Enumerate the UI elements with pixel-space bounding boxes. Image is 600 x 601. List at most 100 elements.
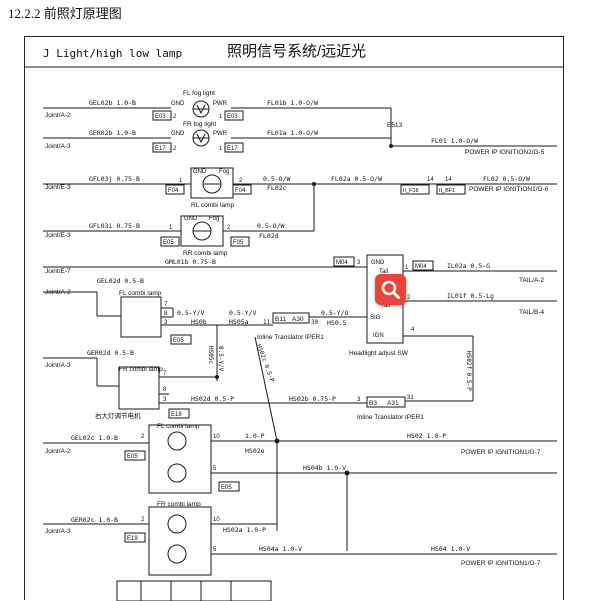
wire-fl02: FL02 0.5-O/W — [483, 175, 530, 183]
wire-ger02b: GER02b 1.0-B — [89, 129, 136, 137]
wire-hs02c: HS02c 0.5-P — [255, 343, 275, 383]
wire-fl02d: FL02d — [259, 232, 279, 240]
pin-3c: 3 — [163, 397, 167, 403]
label-pwr-2: PWR — [213, 131, 228, 137]
wire-hs04: HS04 1.0-V — [431, 545, 470, 553]
schematic-sheet: J Light/high low lamp 照明信号系统/远近光 FL fog … — [24, 36, 564, 601]
pin-3a: 3 — [357, 260, 361, 266]
pin-1c: 1 — [179, 178, 183, 184]
conn-e19: E19 — [127, 536, 138, 542]
terminal-power-ign1-g7b: POWER IP IGNITION1/G-7 — [461, 560, 541, 567]
wire-hs02f: HS02f 0.5-P — [465, 351, 472, 391]
wire-gfl03j: GFL03j 0.75-B — [89, 175, 140, 183]
conn-e05-c: E05 — [127, 454, 138, 460]
pin-2g: 2 — [141, 517, 145, 523]
label-motor-cn: 右大灯调节电机 — [95, 411, 141, 420]
wire-hs05b-v: 0.5-Y/V — [177, 309, 204, 317]
wire-hs04a: HS04a 1.0-V — [259, 545, 302, 553]
terminal-power-ign1-g7a: POWER IP IGNITION1/G-7 — [461, 449, 541, 456]
label-fr-fog: FR fog light — [183, 121, 216, 128]
wire-fl01a: FL01a 1.0-O/W — [267, 129, 318, 137]
terminal-tail-b4: TAIL/B-4 — [519, 309, 545, 316]
label-fl-combi-2: FL combi lamp — [157, 423, 200, 430]
wire-fl02c: FL02c — [267, 184, 287, 192]
terminal-joint-a2-2: Joint/A-2 — [45, 289, 71, 296]
terminal-joint-a2-1: Joint/A-2 — [45, 112, 71, 119]
wire-hs05a: HS05a — [229, 318, 249, 326]
conn-e17-b: E17 — [227, 146, 238, 152]
label-gnd-sw: GND — [371, 260, 385, 266]
conn-e05-a: E05 — [163, 240, 174, 246]
label-fr-combi-1: FR combi lamp — [119, 366, 163, 373]
wire-fl01: FL01 1.0-O/W — [431, 137, 478, 145]
label-e513: E513 — [387, 122, 403, 129]
pin-7a: 7 — [164, 302, 168, 308]
terminal-joint-a2-3: Joint/A-2 — [45, 448, 71, 455]
wire-hs05a-v: 0.5-Y/V — [229, 309, 256, 317]
wire-hs05c-v: 0.5-Y/V — [217, 346, 224, 372]
pin-1a: 1 — [219, 114, 223, 120]
label-sig: SIG — [370, 315, 381, 321]
conn-f04-b: F04 — [235, 188, 246, 194]
wire-hs02b: HS02b 0.75-P — [289, 395, 336, 403]
conn-e18: E18 — [171, 412, 182, 418]
label-tail-1: Tail — [379, 269, 388, 275]
conn-e17-a: E17 — [155, 146, 166, 152]
search-icon — [381, 280, 400, 299]
label-inline-1: Inline Translator IPER1 — [257, 334, 324, 341]
pin-1e: 1 — [405, 265, 409, 271]
pin-31: 31 — [407, 395, 414, 401]
wire-hs05c: HS05c — [207, 346, 214, 364]
pin-1b: 1 — [219, 146, 223, 152]
pin-5a: 5 — [213, 466, 217, 472]
label-gnd-2: GND — [171, 131, 185, 137]
pin-3d: 3 — [357, 397, 361, 403]
wire-hs02a: HS02a 1.0-P — [223, 526, 266, 534]
sheet-title-en: J Light/high low lamp — [43, 47, 182, 60]
wire-gml01b: GML01b 0.75-B — [165, 258, 216, 266]
conn-a30: A30 — [292, 316, 304, 323]
terminal-joint-a3-3: Joint/A-3 — [45, 528, 71, 535]
terminal-tail-a2: TAIL/A-2 — [519, 277, 545, 284]
conn-e05-b: E05 — [173, 338, 184, 344]
label-inline-2: Inline Translator IPER1 — [357, 414, 424, 421]
conn-e03-a: E03 — [155, 114, 166, 120]
wire-gel02d: GEL02d 0.5-B — [97, 277, 144, 285]
pin-30: 30 — [311, 319, 319, 326]
label-gnd-rl: GND — [193, 169, 207, 175]
conn-ii-bf1: II_BF1 — [439, 188, 455, 194]
label-fl-fog: FL fog light — [183, 90, 215, 97]
wire-fl02d-a: 0.5-O/W — [257, 222, 284, 230]
search-button[interactable] — [375, 274, 406, 305]
conn-a31: A31 — [387, 400, 399, 407]
pin-10a: 10 — [213, 434, 220, 440]
conn-f04-a: F04 — [168, 188, 179, 194]
pin-2b: 2 — [173, 146, 177, 152]
conn-ii-f18: II_F18 — [403, 188, 419, 194]
wire-gel02b: GEL02b 1.0-B — [89, 99, 136, 107]
label-ign: IGN — [373, 333, 384, 339]
wire-hs04b: HS04b 1.0-V — [303, 464, 346, 472]
pin-2e: 2 — [407, 295, 411, 301]
wiring-diagram: J Light/high low lamp 照明信号系统/远近光 FL fog … — [25, 43, 563, 601]
conn-e03-b: E03 — [227, 114, 238, 120]
label-tail-2: Tail — [381, 303, 390, 309]
label-gnd-rr: GND — [184, 216, 198, 222]
wire-hs0y: 0.5-Y/O — [321, 309, 348, 317]
conn-b11: B11 — [275, 316, 286, 323]
terminal-joint-e7: Joint/E-7 — [45, 268, 71, 275]
wire-gel02c: GEL02c 1.0-B — [71, 434, 118, 442]
wire-hs05: HS0.5 — [327, 319, 347, 327]
pin-2c: 2 — [239, 178, 243, 184]
conn-b3: B3 — [369, 400, 377, 407]
pin-10b: 10 — [213, 517, 220, 523]
wire-ger02c: GER02c 1.0-B — [71, 516, 118, 524]
pin-2f: 2 — [141, 434, 145, 440]
label-headlight-sw: Headlight adjust SW — [349, 350, 409, 357]
conn-m04-b: M04 — [415, 264, 427, 270]
pin-14a: 14 — [427, 177, 434, 183]
terminal-joint-e3-2: Joint/E-3 — [45, 232, 71, 239]
section-heading: 12.2.2 前照灯原理图 — [8, 6, 122, 21]
pin-8b: 8 — [163, 387, 167, 393]
wire-hs02e: HS02e — [245, 447, 265, 455]
